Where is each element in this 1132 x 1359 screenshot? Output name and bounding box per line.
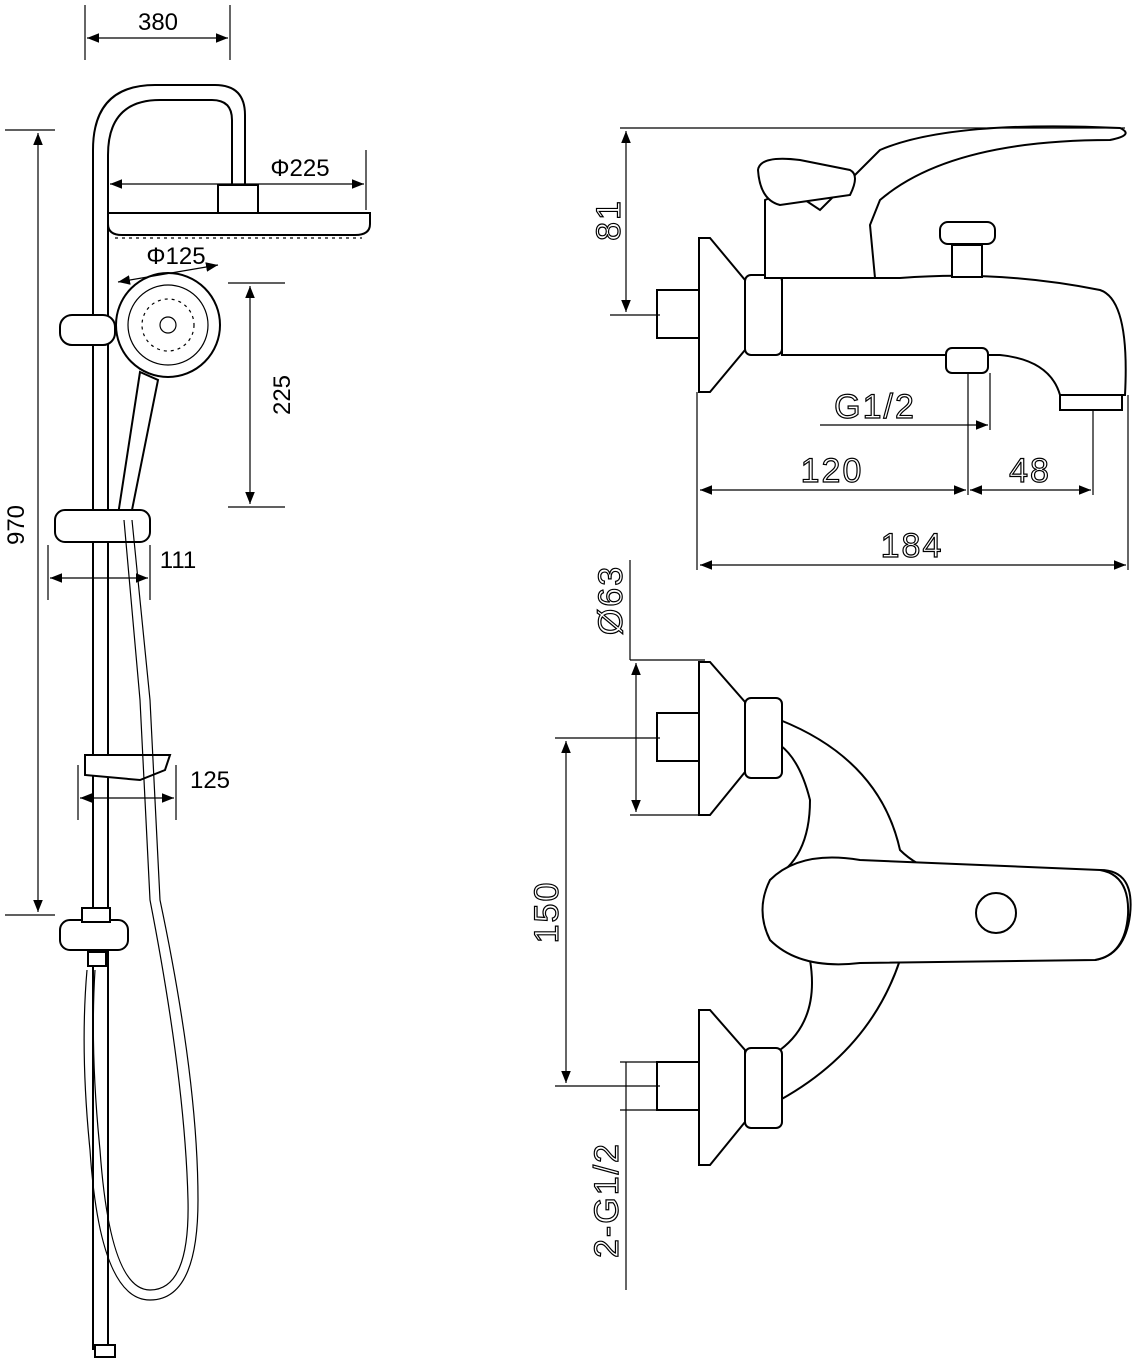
- diverter-stem: [951, 244, 983, 278]
- hand-shower-handle: [116, 370, 160, 522]
- dim-centers: 150: [528, 881, 566, 944]
- diverter-bracket: [59, 919, 129, 951]
- lever-handle: [764, 125, 1127, 279]
- shower-system-drawing: [54, 84, 371, 1358]
- mixer-top-dimensions: Ø63 150 2-G1/2: [527, 560, 705, 1290]
- mixer-body-spout: [781, 274, 1127, 396]
- dim-total-height: 970: [3, 505, 30, 545]
- dim-spout-offset: 48: [1009, 452, 1051, 490]
- hex-nut: [744, 274, 783, 356]
- lever-grip: [756, 157, 856, 207]
- diverter-knob: [939, 221, 996, 245]
- mixer-top-view: [656, 661, 1132, 1166]
- flange-lower: [698, 1009, 746, 1166]
- dim-hand-diameter: Φ125: [146, 243, 205, 270]
- dim-total-length: 184: [881, 527, 944, 565]
- head-connector: [217, 184, 259, 214]
- flange-upper: [698, 661, 746, 816]
- diverter-knob: [81, 907, 111, 923]
- dim-flange-diameter: Ø63: [592, 565, 630, 635]
- dim-height: 81: [590, 199, 628, 241]
- diverter-outlet: [945, 347, 989, 374]
- wall-flange: [698, 237, 746, 393]
- inlet-connector: [656, 289, 700, 339]
- dim-inlets: 2-G1/2: [588, 1142, 626, 1258]
- dim-body-length: 120: [801, 452, 864, 490]
- dim-head-to-hand: 225: [269, 375, 296, 415]
- upper-bracket: [59, 314, 116, 346]
- dim-head-diameter: Φ225: [270, 155, 329, 182]
- hand-shower: [115, 272, 221, 378]
- dim-shelf-depth: 125: [190, 767, 230, 794]
- dim-holder-depth: 111: [160, 547, 196, 574]
- hose-connector: [87, 951, 107, 967]
- mixer-side-dimensions: 81 G1/2 120 48 184: [589, 127, 1129, 570]
- hose-end: [94, 1344, 116, 1358]
- dim-thread: G1/2: [834, 388, 916, 426]
- rain-shower-head: [107, 212, 371, 236]
- slide-holder: [54, 509, 151, 543]
- inlet-lower: [656, 1061, 700, 1111]
- lever-top: [761, 856, 1130, 966]
- mixer-side-view: [656, 125, 1127, 411]
- nut-upper: [744, 697, 783, 779]
- nut-lower: [744, 1047, 783, 1129]
- spout-aerator: [1059, 394, 1123, 411]
- soap-shelf: [84, 754, 172, 782]
- inlet-upper: [656, 712, 700, 762]
- lever-button: [975, 892, 1017, 934]
- shower-dimensions: 380 Φ225 Φ125 225 970 111 125: [3, 5, 367, 916]
- dim-arm-reach: 380: [138, 9, 178, 36]
